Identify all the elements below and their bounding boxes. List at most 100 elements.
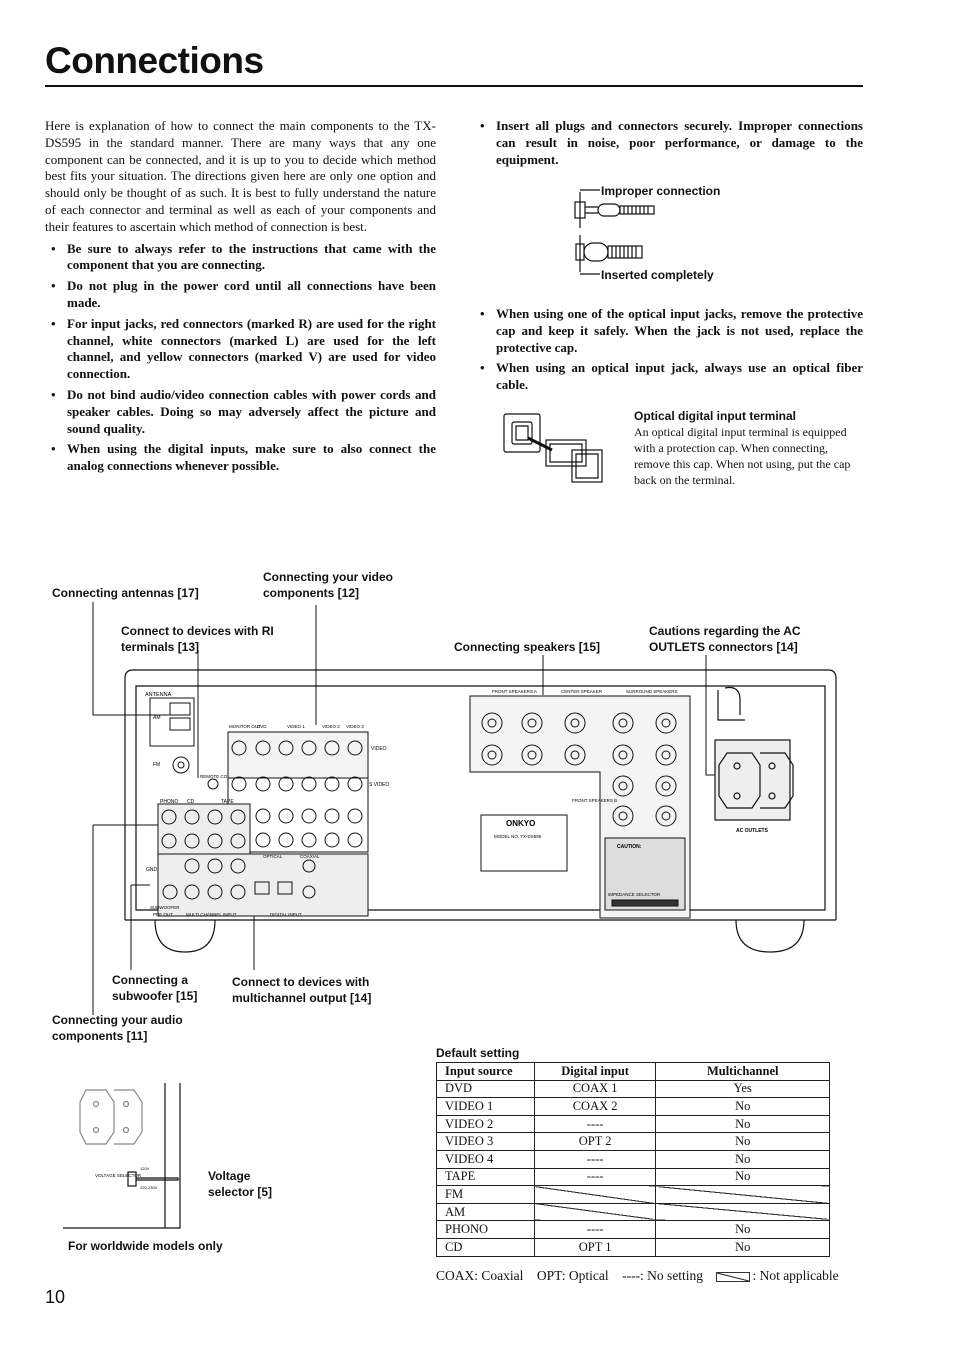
panel-antenna-label: ANTENNA [145, 692, 172, 698]
table-legend: COAX: Coaxial OPT: Optical ----: No sett… [436, 1268, 839, 1284]
table-cell: AM [436, 1202, 535, 1222]
panel-video1-label: VIDEO 1 [287, 724, 305, 729]
intro-bullets: Be sure to always refer to the instructi… [45, 241, 436, 475]
voltage-120-label: 120V [140, 1166, 150, 1171]
table-cell: CD [436, 1237, 535, 1257]
panel-svideo-label: S VIDEO [369, 782, 389, 788]
table-cell: No [655, 1220, 830, 1239]
panel-tape-label: TAPE [221, 799, 234, 805]
callout-multichannel: Connect to devices with multichannel out… [232, 975, 372, 1005]
table-header: Digital input [533, 1062, 657, 1081]
not-applicable-cell [655, 1202, 830, 1222]
table-cell: DVD [436, 1079, 535, 1099]
title-rule [45, 85, 863, 87]
table-row: VIDEO 2----No [436, 1114, 830, 1134]
table-cell: VIDEO 4 [436, 1149, 535, 1169]
table-cell: VIDEO 1 [436, 1097, 535, 1116]
rear-panel-diagram: ANTENNA AM FM REMOTE CONTROL MONITOR OUT… [92, 602, 837, 1015]
panel-gnd-label: GND [146, 867, 158, 873]
not-applicable-cell [655, 1185, 830, 1204]
plug-illustration [574, 189, 655, 275]
optical-terminal-heading: Optical digital input terminal [634, 409, 797, 423]
secure-bullet: Insert all plugs and connectors securely… [478, 118, 863, 168]
voltage-selector-inset: VOLTAGE SELECTOR 120V 220-230V [63, 1083, 181, 1229]
table-header: Input source [436, 1062, 535, 1081]
default-setting-table: Input source Digital input Multichannel … [436, 1062, 830, 1257]
callout-ac: Cautions regarding the AC OUTLETS connec… [649, 624, 801, 654]
panel-coaxial-label: COAXIAL [300, 854, 320, 859]
table-cell: TAPE [436, 1167, 535, 1187]
improper-connection-label: Improper connection [601, 184, 721, 198]
optical-bullets: When using one of the optical input jack… [478, 306, 863, 398]
panel-ac-outlets-label: AC OUTLETS [736, 828, 769, 834]
table-cell: COAX 2 [533, 1097, 657, 1116]
panel-video3-label: VIDEO 3 [346, 724, 364, 729]
panel-video2-label: VIDEO 2 [322, 724, 340, 729]
ac-outlets-block [714, 686, 794, 821]
table-cell: ---- [533, 1167, 657, 1187]
callout-audio: Connecting your audio components [11] [52, 1013, 183, 1043]
callout-video: Connecting your video components [12] [263, 570, 394, 600]
optical-bullet: When using one of the optical input jack… [478, 306, 863, 356]
intro-section: Here is explanation of how to connect th… [45, 118, 436, 479]
panel-dvd-label: DVD [257, 724, 267, 729]
panel-front-a-label: FRONT SPEAKERS A [492, 689, 537, 694]
antenna-block [149, 697, 219, 790]
table-cell: VIDEO 2 [436, 1114, 535, 1134]
table-cell: No [655, 1237, 830, 1257]
table-row: FM [436, 1185, 830, 1204]
inserted-plug-drawing [575, 235, 643, 275]
panel-brand-label: ONKYO [506, 819, 535, 828]
panel-optical-label: OPTICAL [263, 854, 283, 859]
legend-none: ----: No setting [622, 1268, 704, 1283]
panel-cd-label: CD [187, 799, 195, 805]
panel-digital-label: DIGITAL INPUT [270, 912, 302, 917]
secure-bullets: Insert all plugs and connectors securely… [478, 118, 863, 172]
table-cell: COAX 1 [533, 1079, 657, 1099]
not-applicable-cell [533, 1202, 657, 1222]
intro-bullet: Be sure to always refer to the instructi… [45, 241, 436, 275]
table-cell: ---- [533, 1220, 657, 1239]
table-cell: VIDEO 3 [436, 1132, 535, 1151]
video-jack-block [227, 731, 369, 853]
table-cell: OPT 1 [533, 1237, 657, 1257]
panel-preout-label: PRE OUT [153, 912, 173, 917]
table-cell: No [655, 1149, 830, 1169]
panel-video-label: VIDEO [371, 746, 387, 752]
legend-opt: OPT: Optical [536, 1268, 609, 1283]
table-header: Multichannel [655, 1062, 830, 1081]
table-cell: No [655, 1114, 830, 1134]
table-cell: Yes [655, 1079, 830, 1099]
table-row: PHONO----No [436, 1220, 830, 1239]
panel-phono-label: PHONO [160, 799, 178, 805]
callout-voltage: Voltage selector [5] [208, 1169, 273, 1199]
legend-coax: COAX: Coaxial [436, 1268, 524, 1283]
chassis [124, 669, 837, 953]
page-number: 10 [45, 1287, 66, 1307]
table-cell: FM [436, 1185, 535, 1204]
not-applicable-swatch [716, 1271, 751, 1282]
panel-fm-label: FM [153, 762, 160, 768]
panel-am-label: AM [153, 715, 161, 721]
panel-front-b-label: FRONT SPEAKERS B [572, 798, 617, 803]
panel-remote-label: REMOTE CONTROL [200, 774, 243, 779]
table-row: VIDEO 4----No [436, 1149, 830, 1169]
callout-ri: Connect to devices with RI terminals [13… [121, 624, 274, 654]
speaker-terminal-block [469, 695, 691, 919]
panel-multichannel-label: MULTI CHANNEL INPUT [186, 912, 237, 917]
callout-subwoofer: Connecting a subwoofer [15] [112, 973, 198, 1003]
voltage-selector-label: VOLTAGE SELECTOR [95, 1173, 142, 1178]
improper-plug-drawing [574, 189, 655, 228]
panel-subwoofer-label: SUBWOOFER [150, 905, 180, 910]
intro-bullet: Do not plug in the power cord until all … [45, 278, 436, 312]
table-row: TAPE----No [436, 1167, 830, 1187]
table-cell: No [655, 1132, 830, 1151]
inserted-completely-label: Inserted completely [601, 268, 714, 282]
legend-na: : Not applicable [752, 1268, 839, 1283]
optical-terminal-note: Optical digital input terminal An optica… [634, 408, 863, 488]
table-cell: ---- [533, 1114, 657, 1134]
table-cell: ---- [533, 1149, 657, 1169]
model-label [480, 814, 568, 872]
